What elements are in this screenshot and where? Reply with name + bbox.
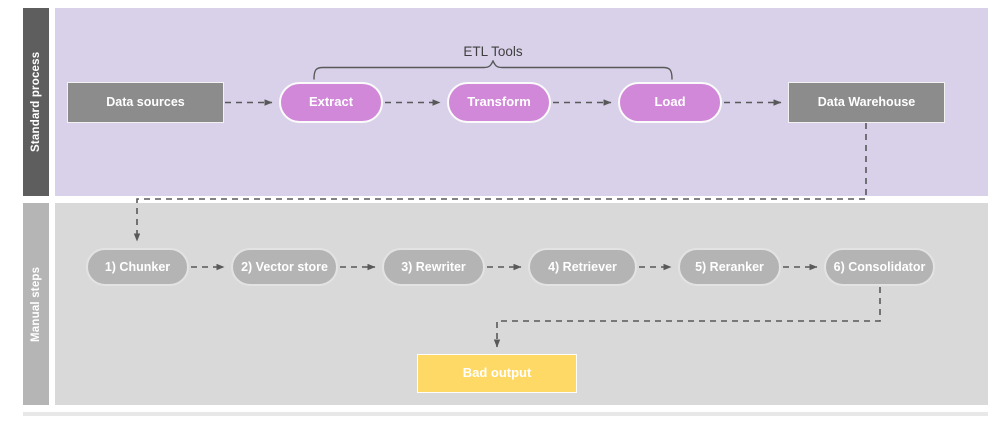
lane-header-manual-steps-label: Manual steps [30, 266, 42, 342]
node-data-warehouse[interactable]: Data Warehouse [788, 82, 945, 123]
lane-header-standard-process-label: Standard process [30, 51, 42, 153]
node-retriever[interactable]: 4) Retriever [528, 248, 637, 286]
node-chunker[interactable]: 1) Chunker [86, 248, 189, 286]
node-extract-label: Extract [308, 94, 354, 110]
node-chunker-label: 1) Chunker [104, 259, 171, 274]
etl-tools-brace-icon [313, 60, 673, 80]
node-reranker[interactable]: 5) Reranker [678, 248, 781, 286]
lane-header-standard-process: Standard process [23, 8, 49, 196]
node-vector-store[interactable]: 2) Vector store [231, 248, 338, 286]
node-reranker-label: 5) Reranker [695, 259, 764, 274]
node-data-warehouse-label: Data Warehouse [817, 95, 916, 110]
node-data-sources[interactable]: Data sources [67, 82, 224, 123]
lane-header-manual-steps: Manual steps [23, 203, 49, 405]
bottom-divider [23, 412, 988, 416]
node-transform-label: Transform [467, 94, 531, 110]
node-consolidator[interactable]: 6) Consolidator [824, 248, 935, 286]
node-rewriter-label: 3) Rewriter [401, 259, 466, 274]
node-data-sources-label: Data sources [106, 95, 185, 110]
node-retriever-label: 4) Retriever [548, 259, 617, 274]
node-bad-output[interactable]: Bad output [417, 354, 577, 393]
node-vector-store-label: 2) Vector store [241, 259, 328, 274]
node-load-label: Load [654, 94, 686, 110]
node-load[interactable]: Load [618, 82, 722, 123]
node-bad-output-label: Bad output [462, 365, 532, 381]
node-transform[interactable]: Transform [447, 82, 551, 123]
node-extract[interactable]: Extract [279, 82, 383, 123]
etl-tools-annotation-label: ETL Tools [463, 44, 523, 59]
node-rewriter[interactable]: 3) Rewriter [382, 248, 485, 286]
node-consolidator-label: 6) Consolidator [833, 259, 926, 274]
